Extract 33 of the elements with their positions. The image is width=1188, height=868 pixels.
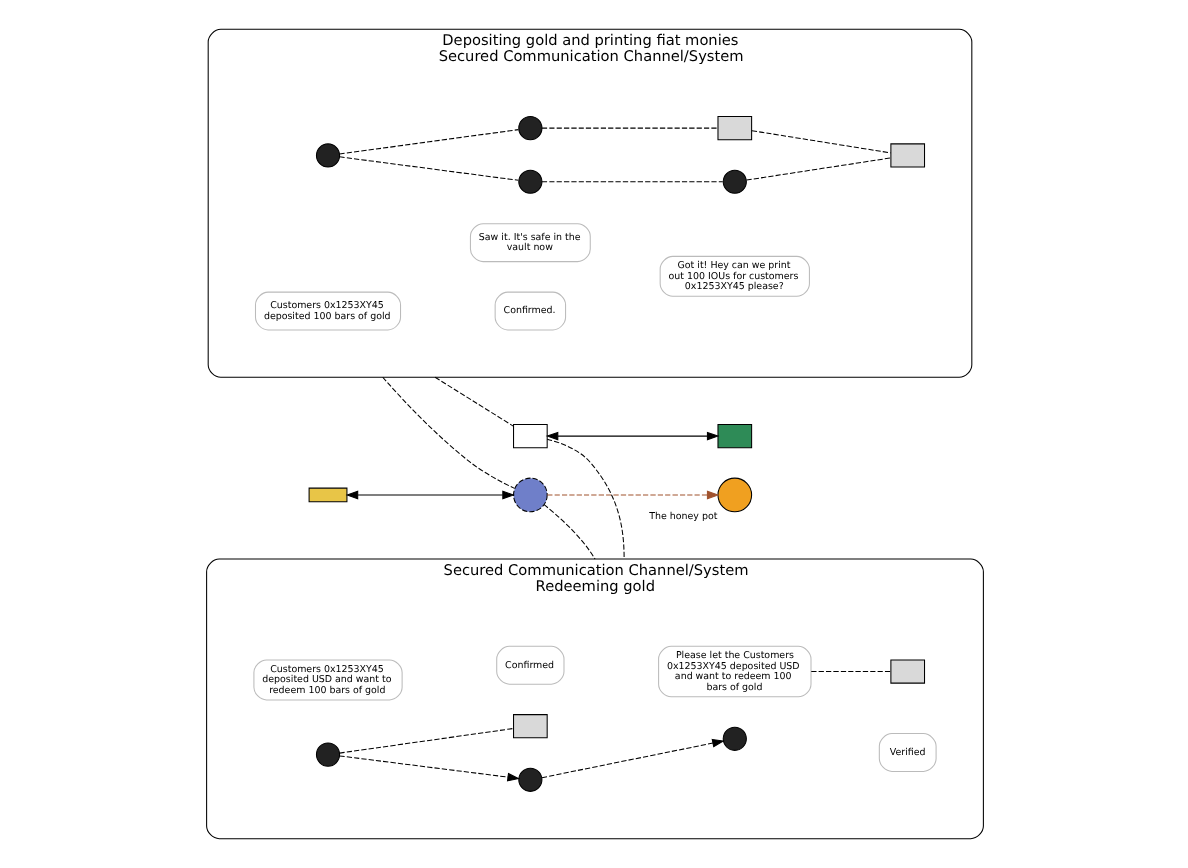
connector [540, 181, 723, 183]
connector [540, 127, 718, 129]
arrow [540, 738, 724, 779]
arrow [344, 490, 514, 500]
node-person [517, 169, 542, 194]
node-person [314, 143, 340, 168]
connector [338, 156, 518, 181]
node-person [517, 767, 542, 792]
node-box [512, 424, 547, 449]
node-person [721, 169, 746, 194]
connector [338, 727, 513, 754]
node-person [314, 742, 340, 767]
arrow [545, 490, 719, 500]
connector [809, 671, 891, 673]
connector [542, 504, 595, 560]
connector [750, 130, 891, 154]
node-person [721, 726, 746, 751]
connector [381, 376, 515, 489]
connector [745, 157, 891, 181]
node-box [716, 116, 752, 141]
node-box [512, 714, 547, 739]
connector [338, 129, 518, 155]
node-box [889, 143, 925, 168]
node-circle [512, 477, 547, 513]
node-person [517, 116, 542, 141]
node-box [889, 659, 925, 684]
node-circle [716, 477, 752, 513]
connector [433, 376, 513, 427]
node-box [716, 424, 752, 449]
node-bar [307, 487, 347, 503]
arrow [338, 755, 519, 782]
connector [545, 438, 624, 560]
arrow [544, 431, 719, 441]
